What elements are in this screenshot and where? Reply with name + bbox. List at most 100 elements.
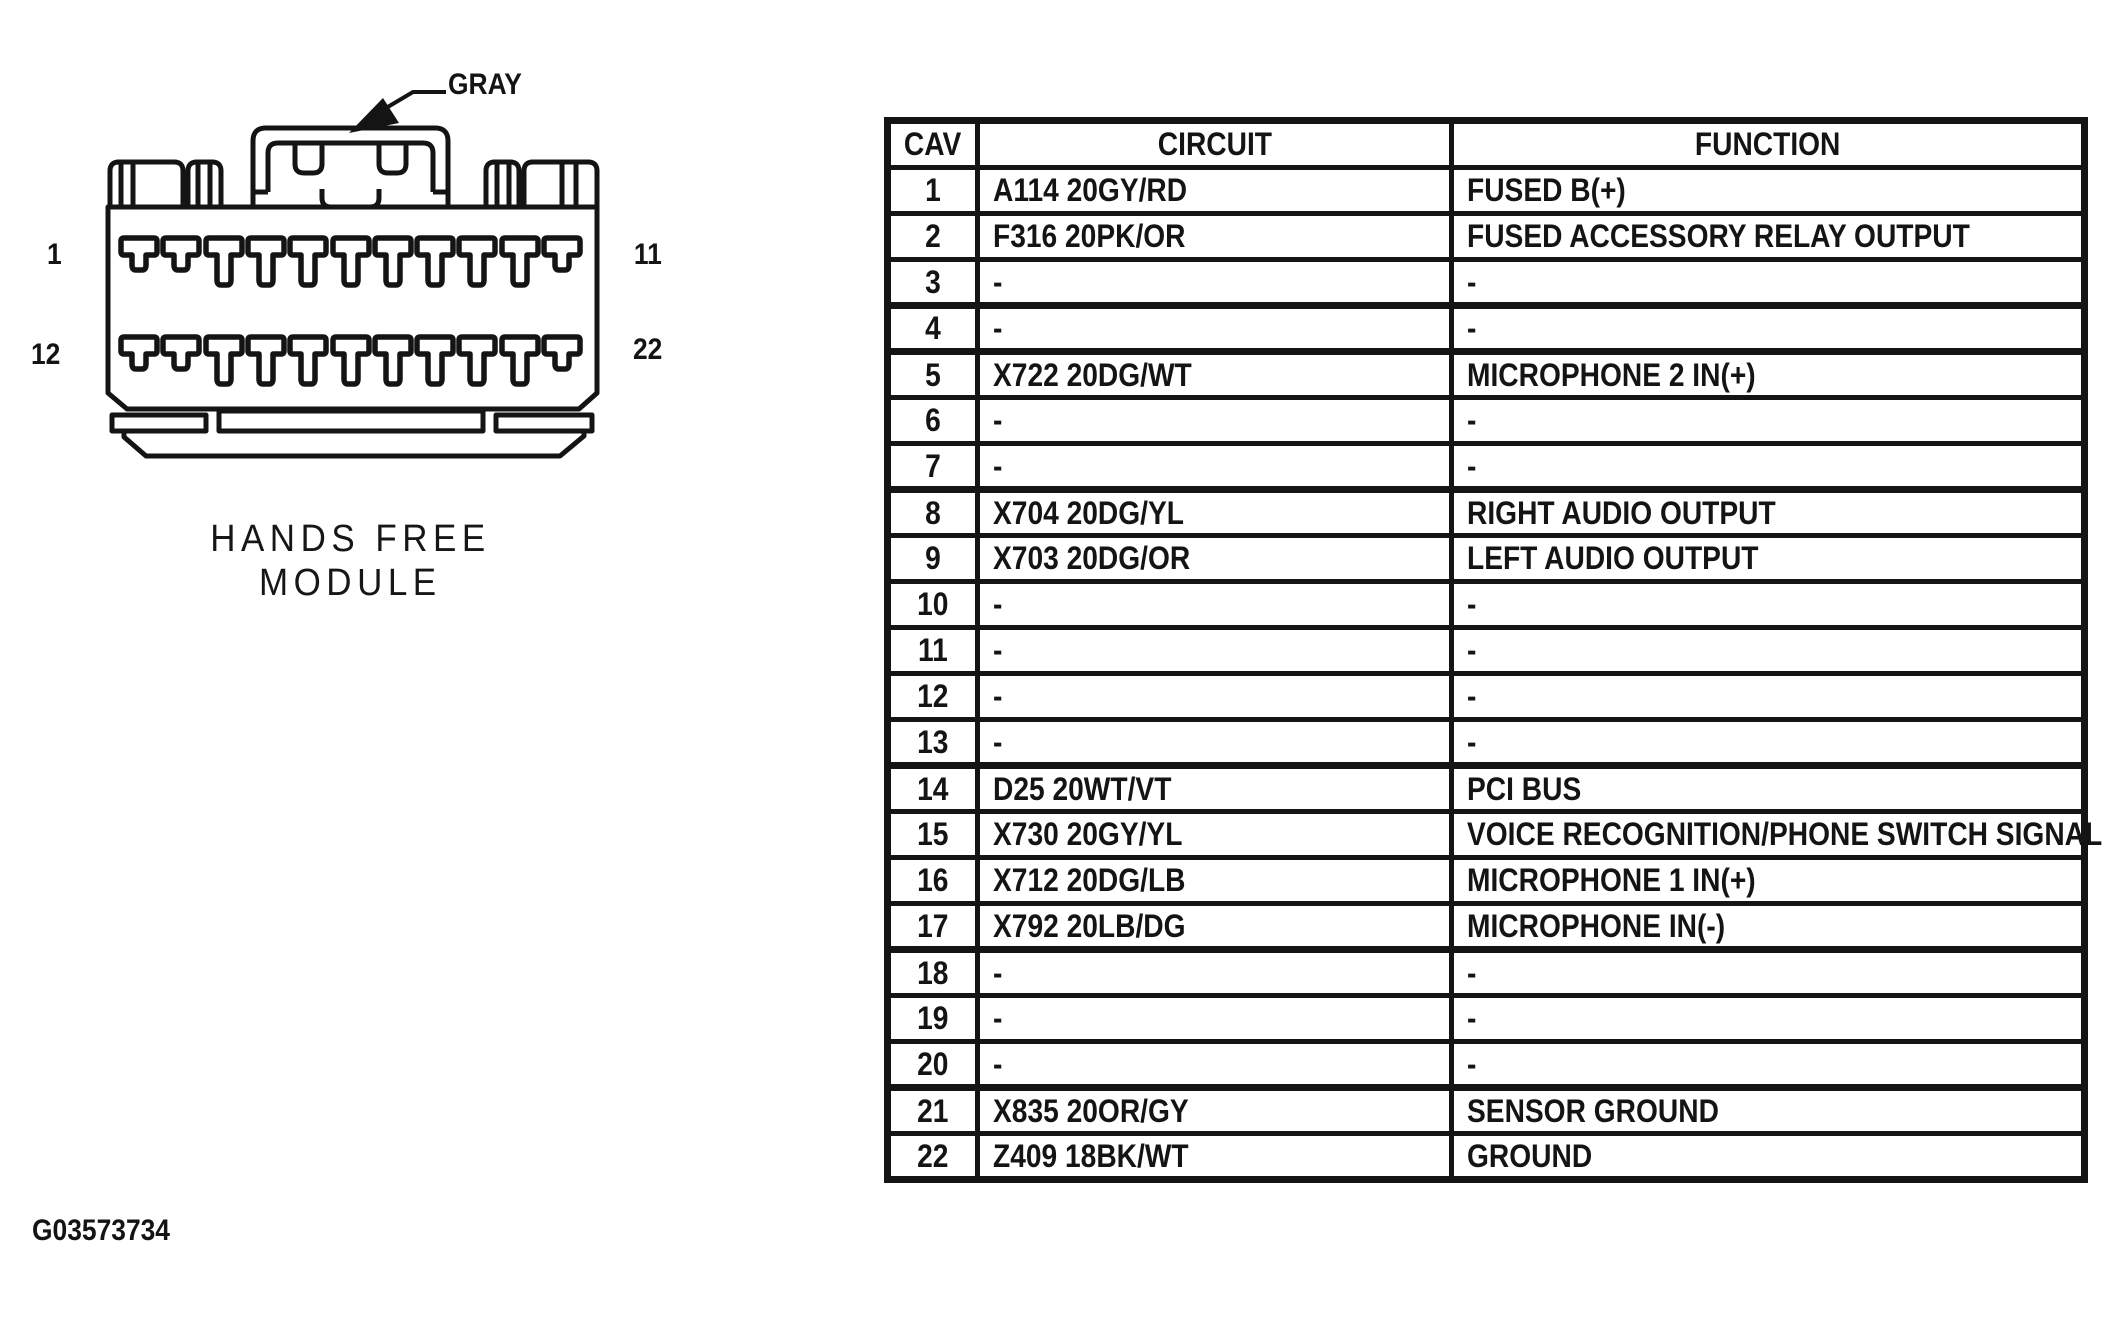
cav-cell: 16 xyxy=(885,855,980,906)
function-cell: MICROPHONE 2 IN(+) xyxy=(1449,348,2087,400)
circuit-cell: - xyxy=(975,946,1454,998)
connector-body xyxy=(105,204,600,459)
circuit-cell: X703 20DG/OR xyxy=(975,533,1454,584)
cav-cell: 17 xyxy=(885,901,980,952)
pin-cavity xyxy=(248,337,284,384)
function-cell: - xyxy=(1449,302,2087,354)
function-cell: - xyxy=(1449,257,2087,308)
latch-hook xyxy=(376,143,409,176)
pin-cavity xyxy=(163,238,199,270)
pin-label-1: 1 xyxy=(46,238,62,271)
cav-cell: 8 xyxy=(885,486,980,538)
table-row: 6-- xyxy=(885,395,2087,446)
function-cell: - xyxy=(1449,395,2087,446)
function-cell: PCI BUS xyxy=(1449,762,2087,814)
cav-cell: 12 xyxy=(885,671,980,722)
tab-outline xyxy=(185,159,224,207)
latch-inner xyxy=(265,140,436,192)
circuit-cell: X704 20DG/YL xyxy=(975,486,1454,538)
pin-label-11: 11 xyxy=(634,238,662,271)
table-row: 7-- xyxy=(885,441,2087,492)
pin-cavity xyxy=(121,337,157,369)
pin-cavity xyxy=(502,238,538,285)
function-cell: SENSOR GROUND xyxy=(1449,1084,2087,1136)
pin-row-top xyxy=(121,238,580,285)
pin-cavity xyxy=(333,337,369,384)
tab-rib xyxy=(118,163,136,207)
latch-hook xyxy=(292,143,325,176)
pin-cavity xyxy=(459,238,495,285)
tab-outline xyxy=(521,159,600,207)
cav-cell: 7 xyxy=(885,441,980,492)
table-row: 18-- xyxy=(885,946,2087,998)
circuit-cell: - xyxy=(975,671,1454,722)
cav-cell: 9 xyxy=(885,533,980,584)
header-row: CAV CIRCUIT FUNCTION xyxy=(885,118,2087,170)
circuit-cell: - xyxy=(975,1039,1454,1090)
function-cell: - xyxy=(1449,717,2087,768)
tab-rib xyxy=(559,163,579,207)
cav-cell: 22 xyxy=(885,1131,980,1182)
leader-line xyxy=(379,90,446,113)
function-cell: RIGHT AUDIO OUTPUT xyxy=(1449,486,2087,538)
pin-cavity xyxy=(459,337,495,384)
skirt-middle xyxy=(216,408,486,434)
circuit-cell: D25 20WT/VT xyxy=(975,762,1454,814)
function-cell: MICROPHONE IN(-) xyxy=(1449,901,2087,952)
pin-cavity xyxy=(333,238,369,285)
latch-outer xyxy=(250,125,451,207)
cav-cell: 15 xyxy=(885,809,980,860)
table-row: 20-- xyxy=(885,1039,2087,1090)
gray-leader-arrow xyxy=(349,90,446,133)
table-row: 4-- xyxy=(885,302,2087,354)
pin-cavity xyxy=(163,337,199,369)
skirt-right xyxy=(493,412,595,434)
tab-rib xyxy=(494,163,512,207)
pin-cavity xyxy=(121,238,157,270)
function-cell: - xyxy=(1449,579,2087,630)
cav-cell: 20 xyxy=(885,1039,980,1090)
function-cell: GROUND xyxy=(1449,1131,2087,1182)
pin-cavity xyxy=(290,337,326,384)
pin-cavity xyxy=(417,238,453,285)
latch-tray xyxy=(319,189,382,210)
pin-cavity xyxy=(206,238,242,285)
top-tabs xyxy=(107,159,600,207)
function-cell: MICROPHONE 1 IN(+) xyxy=(1449,855,2087,906)
pin-cavity xyxy=(290,238,326,285)
cav-cell: 13 xyxy=(885,717,980,768)
tab-outline xyxy=(107,159,186,207)
function-cell: FUSED B(+) xyxy=(1449,165,2087,216)
circuit-cell: X792 20LB/DG xyxy=(975,901,1454,952)
column-header-cav: CAV xyxy=(885,118,980,170)
circuit-cell: - xyxy=(975,395,1454,446)
circuit-cell: - xyxy=(975,257,1454,308)
function-cell: - xyxy=(1449,1039,2087,1090)
pin-cavity xyxy=(375,238,411,285)
cav-cell: 3 xyxy=(885,257,980,308)
circuit-cell: F316 20PK/OR xyxy=(975,211,1454,262)
figure-id: G03573734 xyxy=(32,1214,170,1247)
circuit-cell: - xyxy=(975,993,1454,1044)
function-cell: - xyxy=(1449,441,2087,492)
pin-row-bottom xyxy=(121,337,580,384)
function-cell: LEFT AUDIO OUTPUT xyxy=(1449,533,2087,584)
cav-cell: 14 xyxy=(885,762,980,814)
cav-cell: 1 xyxy=(885,165,980,216)
cav-cell: 4 xyxy=(885,302,980,354)
circuit-cell: Z409 18BK/WT xyxy=(975,1131,1454,1182)
cav-cell: 5 xyxy=(885,348,980,400)
cav-cell: 19 xyxy=(885,993,980,1044)
circuit-cell: A114 20GY/RD xyxy=(975,165,1454,216)
